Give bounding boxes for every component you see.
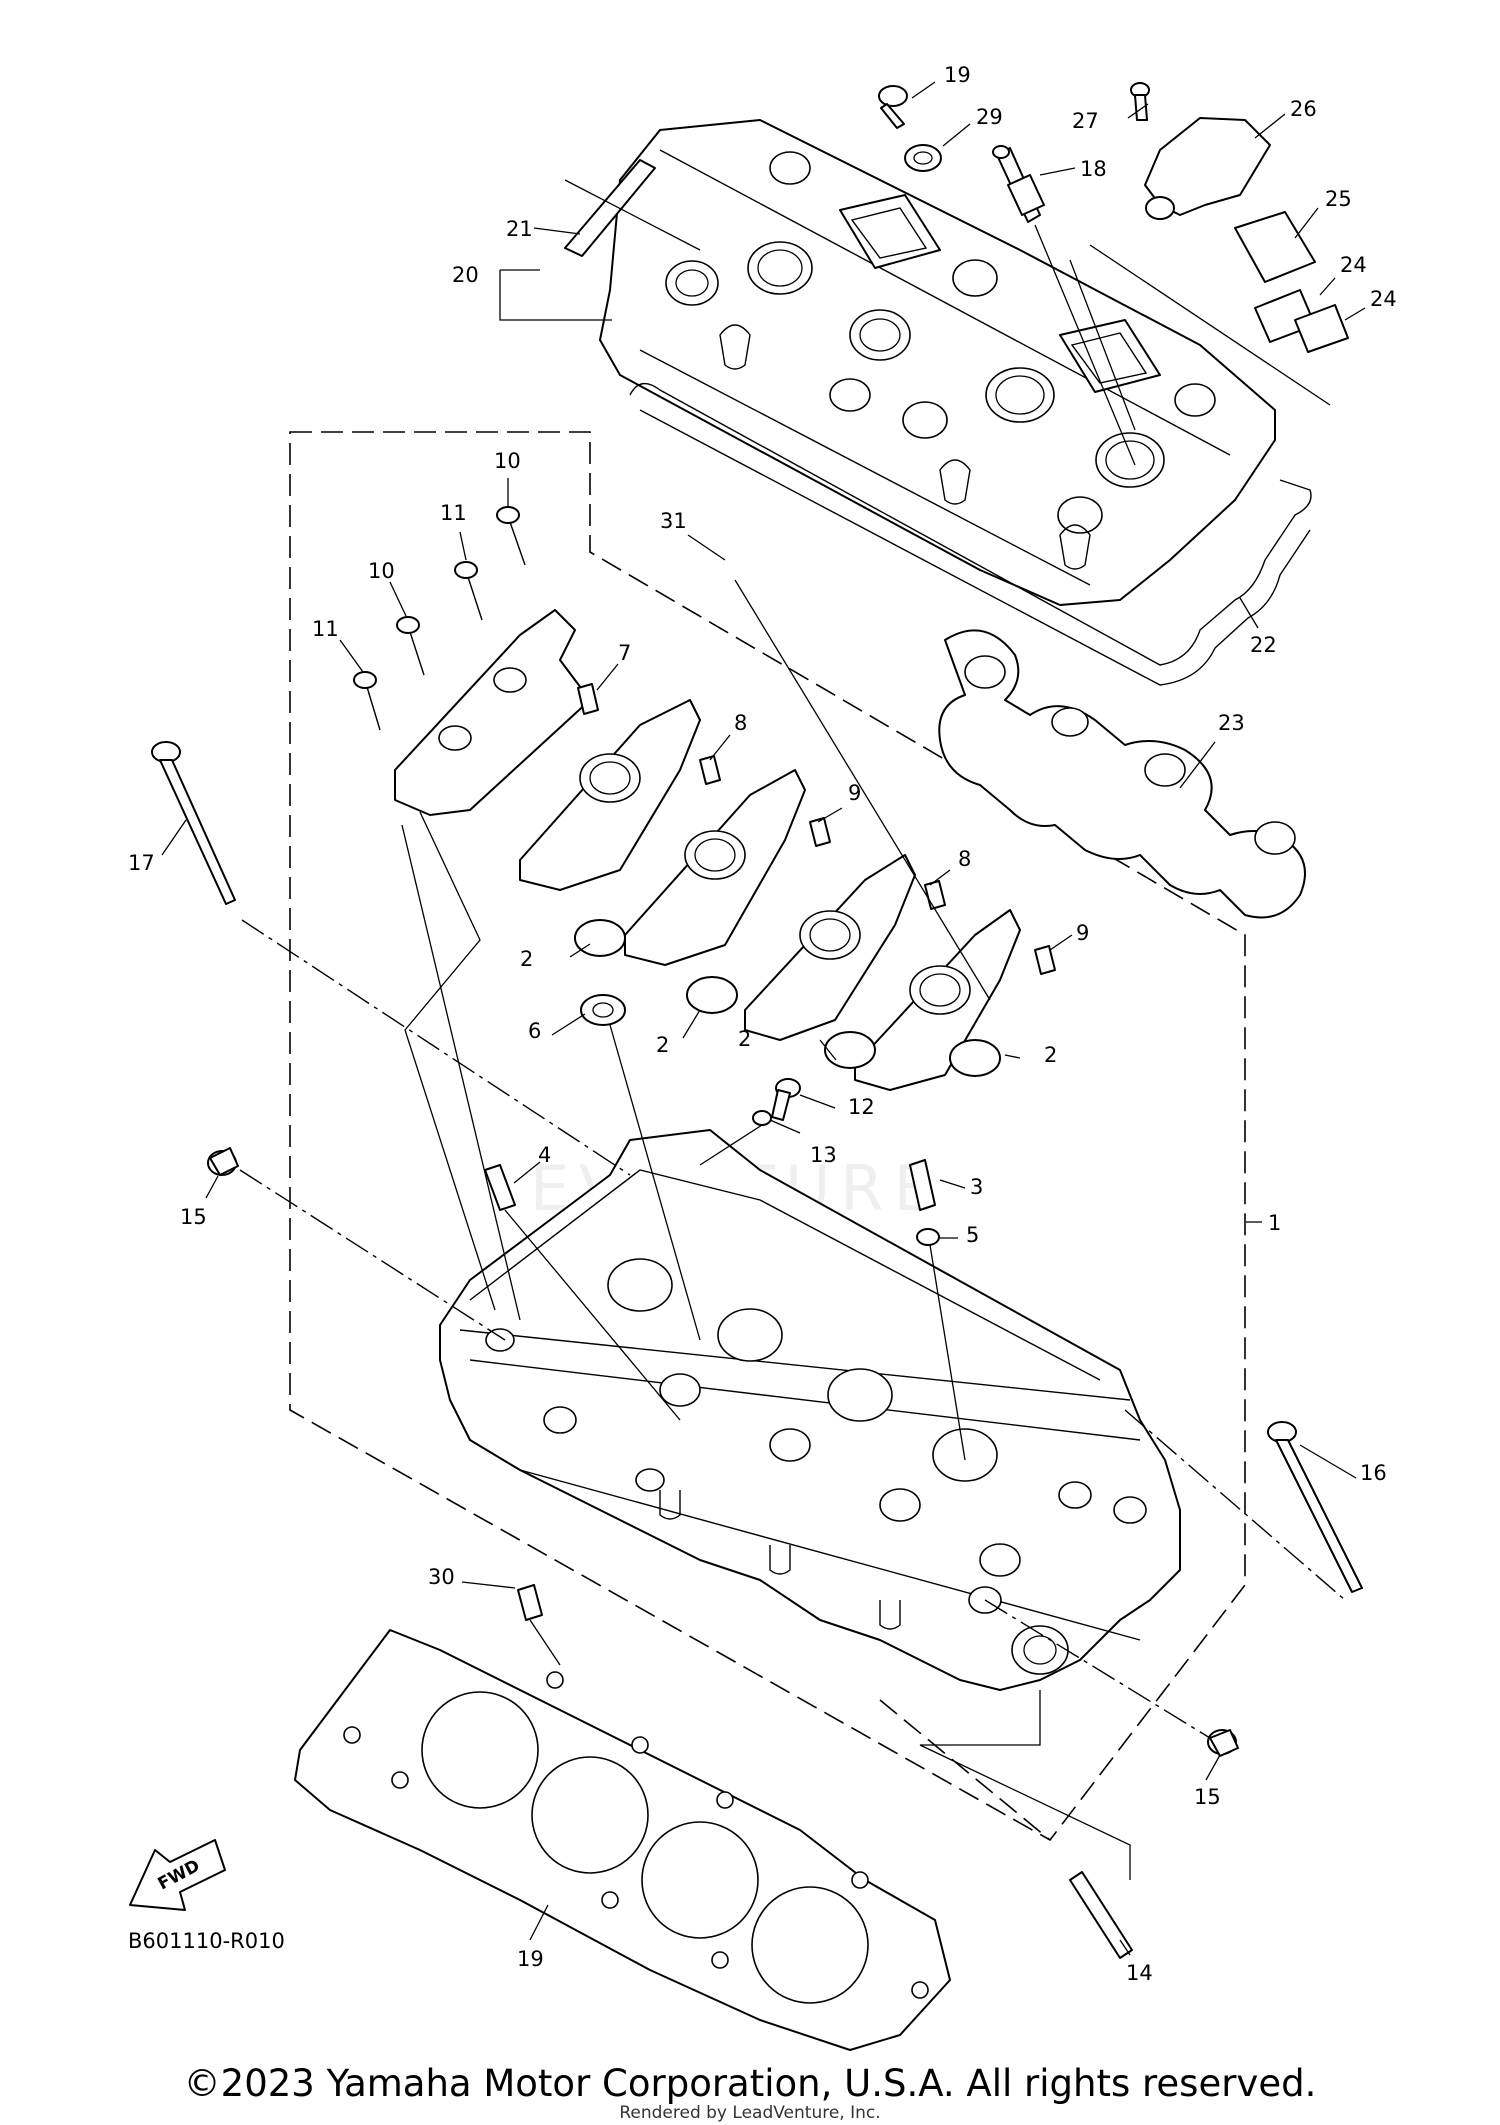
callout-24b: 24: [1370, 287, 1397, 311]
spark-plug: [992, 145, 1045, 223]
callout-16: 16: [1360, 1461, 1387, 1485]
callout-11b: 11: [312, 617, 339, 641]
callout-6: 6: [528, 1019, 541, 1043]
relation-line-spark: [1034, 224, 1136, 466]
callout-14: 14: [1126, 1961, 1153, 1985]
callout-24a: 24: [1340, 253, 1367, 277]
callout-2a: 2: [520, 947, 533, 971]
camshaft-cap-1: [519, 699, 701, 891]
callout-2d: 2: [1044, 1043, 1057, 1067]
relation-line-15-right: [984, 1599, 1211, 1739]
camshaft-cap-2: [624, 769, 806, 966]
callout-15a: 15: [180, 1205, 207, 1229]
copper-washer: [752, 1110, 772, 1126]
callout-26: 26: [1290, 97, 1317, 121]
callout-12: 12: [848, 1095, 875, 1119]
cover-bolt: [878, 85, 908, 129]
head-bolt-long: [151, 741, 236, 905]
cover-bracket: [564, 159, 656, 257]
relation-line-16: [1124, 1409, 1346, 1601]
relation-line-gasket: [879, 1699, 1051, 1841]
callout-7: 7: [618, 641, 631, 665]
callout-leaders: [161, 81, 1366, 1956]
callout-21: 21: [506, 217, 533, 241]
head-bolt-short: [1267, 1421, 1363, 1593]
callout-15b: 15: [1194, 1785, 1221, 1809]
callout-8a: 8: [734, 711, 747, 735]
callout-27: 27: [1072, 109, 1099, 133]
callout-25: 25: [1325, 187, 1352, 211]
coil-screw: [1130, 82, 1150, 121]
relation-line-15-left: [239, 1169, 506, 1341]
head-dowel: [517, 1584, 543, 1621]
relation-line-14: [919, 1690, 1131, 1880]
bolt-washer: [904, 144, 942, 172]
coil-seal: [1234, 211, 1316, 283]
callout-19: 19: [517, 1947, 544, 1971]
exhaust-stud: [1069, 1871, 1133, 1959]
relation-line-13: [699, 1124, 763, 1166]
fwd-arrow-icon: FWD: [129, 1839, 226, 1911]
relation-line-coil-group: [1089, 244, 1331, 406]
ignition-coil: [1144, 117, 1271, 220]
callout-4: 4: [538, 1143, 551, 1167]
callout-13: 13: [810, 1143, 837, 1167]
coil-plate-pair: [1254, 289, 1349, 353]
callout-10b: 10: [368, 559, 395, 583]
callout-28: 19: [944, 63, 971, 87]
camshaft-cap-4: [854, 909, 1021, 1091]
relation-line-3: [929, 1244, 966, 1461]
relation-line-6: [609, 1024, 701, 1341]
callout-11a: 11: [440, 501, 467, 525]
relation-line-4: [504, 1209, 681, 1421]
callout-29: 29: [976, 105, 1003, 129]
relation-line-17: [241, 919, 631, 1176]
blind-plug-right: [1207, 1729, 1239, 1757]
callout-30: 30: [428, 1565, 455, 1589]
callout-8b: 8: [958, 847, 971, 871]
callout-18: 18: [1080, 157, 1107, 181]
assembly-outline: [289, 431, 1246, 1842]
callout-2b: 2: [656, 1033, 669, 1057]
cylinder-head-cover: [599, 119, 1276, 606]
callout-31: 31: [660, 509, 687, 533]
rendered-by-notice: Rendered by LeadVenture, Inc.: [619, 2103, 881, 2123]
relation-line-cap-bolts: [401, 824, 521, 1321]
callout-22: 22: [1250, 633, 1277, 657]
callout-10a: 10: [494, 449, 521, 473]
callout-9b: 9: [1076, 921, 1089, 945]
drawing-code: B601110-R010: [128, 1929, 285, 1953]
o-rings: [574, 919, 1001, 1077]
callout-9a: 9: [848, 781, 861, 805]
callout-2c: 2: [738, 1027, 751, 1051]
relation-line-21: [564, 179, 701, 251]
callout-23: 23: [1218, 711, 1245, 735]
blind-plug-left: [207, 1147, 239, 1176]
relation-line-31: [734, 579, 991, 1001]
callout-17: 17: [128, 851, 155, 875]
oil-plug: [580, 994, 626, 1026]
cylinder-head: [439, 1129, 1181, 1691]
union-bolt: [771, 1078, 801, 1121]
callout-1: 1: [1268, 1211, 1281, 1235]
callout-numbers: 19 29 18 27 26 25 24 24 22 23 21 20 31 1…: [128, 63, 1397, 1985]
cover-gasket: [629, 382, 1312, 666]
camshaft-cap-3: [744, 854, 916, 1041]
callout-3: 3: [970, 1175, 983, 1199]
relation-line-front-cap: [404, 811, 496, 1311]
copyright-notice: ©2023 Yamaha Motor Corporation, U.S.A. A…: [183, 2062, 1317, 2105]
relation-line-coil: [1069, 259, 1136, 431]
camshaft-cap-front: [394, 609, 591, 816]
cover-gasket-inner: [639, 409, 1311, 686]
oil-pipes: [484, 1159, 940, 1246]
callout-20: 20: [452, 263, 479, 287]
callout-5: 5: [966, 1223, 979, 1247]
head-gasket: [294, 1629, 951, 2051]
plug-hole-gasket: [938, 629, 1306, 919]
relation-line-30: [529, 1619, 561, 1666]
cap-bolts: [353, 506, 526, 731]
